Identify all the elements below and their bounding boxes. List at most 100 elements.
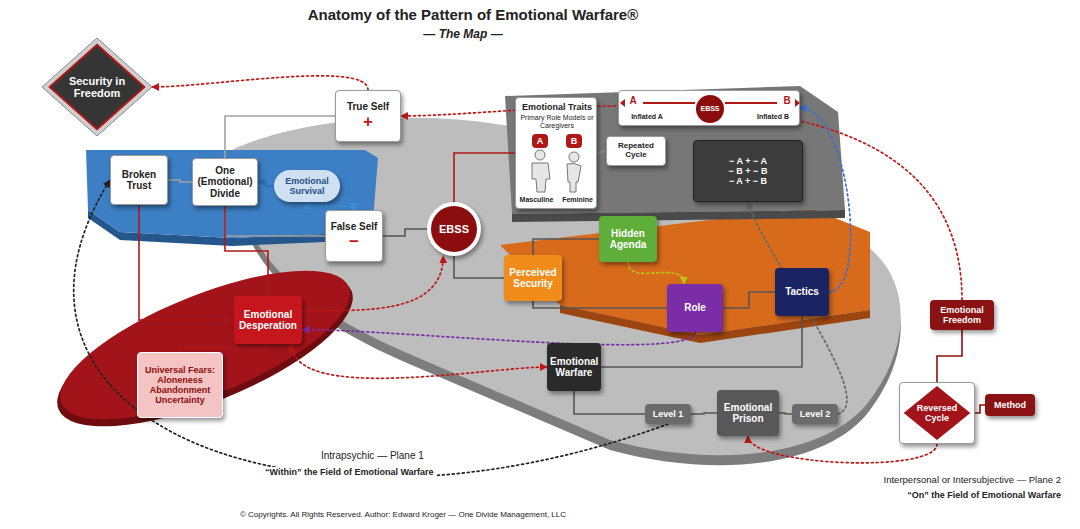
connector-line (574, 391, 645, 414)
figure-group (532, 150, 581, 192)
plane-label: Intrapsychic — Plane 1 (318, 450, 427, 462)
dotted-connector (74, 180, 668, 477)
connector-line (723, 292, 775, 308)
connector-line (937, 330, 962, 382)
connector-line (225, 206, 268, 296)
node-text: − (329, 232, 379, 251)
desperation-box: Emotional Desperation (234, 296, 302, 344)
node-text: One (Emotional) Divide (196, 165, 254, 199)
connector-line (180, 344, 268, 352)
fears-box: Universal Fears:Aloneness Abandonment Un… (137, 352, 223, 418)
node-body: Emotional Desperation (234, 307, 302, 333)
diamond-frame (42, 38, 152, 136)
connector-line (258, 182, 274, 186)
prison-box: Emotional Prison (717, 390, 779, 436)
node-body: Tactics (775, 284, 829, 299)
connector-line (533, 239, 599, 255)
node-body: Broken Trust (111, 167, 167, 193)
true-self-box: True Self+ (335, 90, 401, 142)
node-text: True Self (339, 101, 397, 112)
node-body: Emotional Prison (717, 400, 779, 426)
node-text: − B + − B (697, 166, 799, 176)
figure-body (532, 163, 550, 192)
node-text: Universal Fears: (141, 365, 219, 375)
broken-trust-box: Broken Trust (110, 155, 168, 205)
node-text: Emotional Desperation (237, 309, 299, 331)
node-text: Level 2 (795, 409, 835, 419)
node-body: True Self+ (336, 99, 400, 133)
node-body: Emotional Survival (274, 174, 340, 198)
ebss-circle: EBSS (427, 202, 481, 256)
reversed-cycle-diamond: Reversed Cycle (899, 382, 975, 444)
node-body: Reversed Cycle (900, 403, 974, 423)
node-body: Hidden Agenda (599, 226, 657, 252)
node-body: EBSS (431, 223, 477, 235)
node-body: Perceived Security (504, 265, 562, 291)
connector-line (454, 153, 515, 202)
trait-a-box: A (532, 134, 548, 148)
caregiver-figures (516, 148, 598, 194)
node-text: Emotional Traits (516, 102, 598, 112)
node-text: A (625, 95, 641, 106)
figure-head (569, 152, 579, 162)
freedom-box: Emotional Freedom (930, 300, 994, 330)
perceived-security-box: Perceived Security (504, 255, 562, 301)
node-body: Method (985, 398, 1035, 412)
dotted-connector (302, 330, 695, 345)
node-text: − A + − B (697, 176, 799, 186)
connector-line (225, 206, 325, 236)
connector-line (225, 116, 335, 158)
node-body: False Self− (326, 219, 382, 253)
node-text: Tactics (778, 286, 826, 297)
node-text: − A + − A (697, 156, 799, 166)
orange-plane (500, 208, 870, 335)
figure-head (535, 150, 545, 160)
repeated-cycle-box: Repeated Cycle (606, 136, 666, 166)
freedom-diamond: Security in Freedom (42, 38, 152, 136)
node-text: EBSS (696, 105, 724, 113)
node-body: A (532, 136, 548, 146)
dotted-connector (800, 108, 851, 292)
map-subtitle: — The Map — (330, 27, 596, 41)
copyright-caption: © Copyrights. All Rights Reserved. Autho… (180, 510, 626, 520)
dotted-connector (401, 106, 962, 300)
node-text: EBSS (431, 223, 477, 235)
inflation-strip: AInflated ABInflated BEBSS (618, 90, 800, 126)
node-text: Emotional Survival (277, 176, 337, 196)
connector-line (691, 413, 717, 414)
dotted-connector (748, 202, 847, 414)
divide-box: One (Emotional) Divide (192, 158, 258, 206)
traits-slab (505, 86, 845, 214)
node-text: Masculine (516, 196, 557, 204)
plane-label: Interpersonal or Intersubjective — Plane… (881, 474, 1064, 485)
dotted-connector (302, 256, 443, 311)
connector-line (533, 301, 667, 308)
node-body: Emotional Freedom (930, 303, 994, 327)
survival-pill: Emotional Survival (274, 170, 340, 202)
dotted-connector (628, 262, 684, 284)
traits-panel: Emotional TraitsPrimary Role Models or C… (515, 97, 597, 209)
connector-line (383, 229, 427, 236)
node-text: Aloneness Abandonment Uncertainty (141, 375, 219, 405)
trait-b-box: B (566, 134, 582, 148)
node-text: Level 1 (648, 409, 688, 419)
diamond-face (50, 45, 145, 129)
node-text: Broken Trust (114, 169, 164, 191)
connector-line (779, 413, 792, 414)
node-text: Hidden Agenda (602, 228, 654, 250)
diagram-title: Anatomy of the Pattern of Emotional Warf… (250, 6, 696, 24)
connector-line (454, 256, 504, 278)
figure-body (567, 163, 581, 192)
connector-line (168, 180, 192, 182)
node-text: Inflated A (619, 113, 675, 121)
node-text: B (566, 136, 582, 146)
node-text: B (779, 95, 795, 106)
node-text: Primary Role Models or Caregivers (518, 114, 596, 130)
field-label: “Within” the Field of Emotional Warfare (262, 467, 437, 478)
node-body: Emotional Warfare (547, 354, 601, 380)
red-plane (43, 241, 368, 450)
combination-grid: − A + − A− B + − B− A + − B (693, 140, 803, 202)
node-text: Security in Freedom (68, 75, 126, 100)
method-box: Method (985, 394, 1035, 416)
diamond-face (904, 386, 971, 440)
